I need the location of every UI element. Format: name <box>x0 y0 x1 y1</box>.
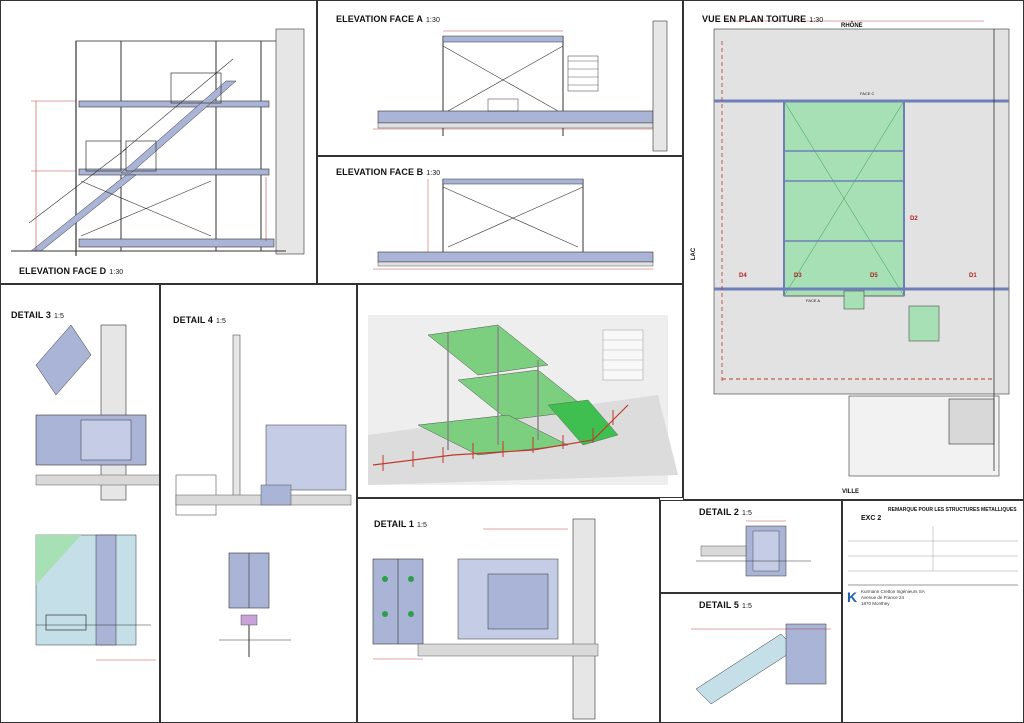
detail-5-drawing <box>691 623 831 705</box>
title-block-exc: EXC 2 <box>861 515 882 522</box>
panel-3d-view <box>357 284 683 498</box>
title-block: REMARQUE POUR LES STRUCTURES METALLIQUES… <box>842 500 1024 723</box>
plan-label-d1: D1 <box>969 273 977 279</box>
company-name: Kurmann Cretton Ingénieurs SA <box>861 589 925 594</box>
detail-4-drawing <box>175 334 352 657</box>
detail-2-drawing <box>696 520 811 577</box>
plan-label-north: RHÔNE <box>841 23 863 29</box>
plan-label-d4: D4 <box>739 273 747 279</box>
detail-1-drawing <box>372 518 599 720</box>
plan-label-west: LAC <box>691 247 698 261</box>
plan-label-south: VILLE <box>842 489 860 495</box>
elevation-d-drawing <box>11 28 305 256</box>
plan-view-drawing <box>713 20 1010 477</box>
plan-label-d2: D2 <box>910 216 918 222</box>
title-block-heading: REMARQUE POUR LES STRUCTURES METALLIQUES <box>888 507 1017 513</box>
company-address-1: Avenue de France 24 <box>861 595 904 600</box>
company-logo: K <box>847 589 858 605</box>
elevation-b-drawing <box>373 178 654 270</box>
plan-label-face-c: FACE C <box>860 91 875 96</box>
3d-view-drawing <box>368 315 678 485</box>
company-address-2: 1870 Monthey <box>861 601 890 606</box>
plan-label-d3: D3 <box>794 273 802 279</box>
plan-label-d5: D5 <box>870 273 878 279</box>
elevation-a-drawing <box>373 20 668 152</box>
title-block-lines <box>848 526 1018 586</box>
detail-3-drawing <box>35 324 159 661</box>
plan-label-face-a: FACE A <box>806 298 821 303</box>
